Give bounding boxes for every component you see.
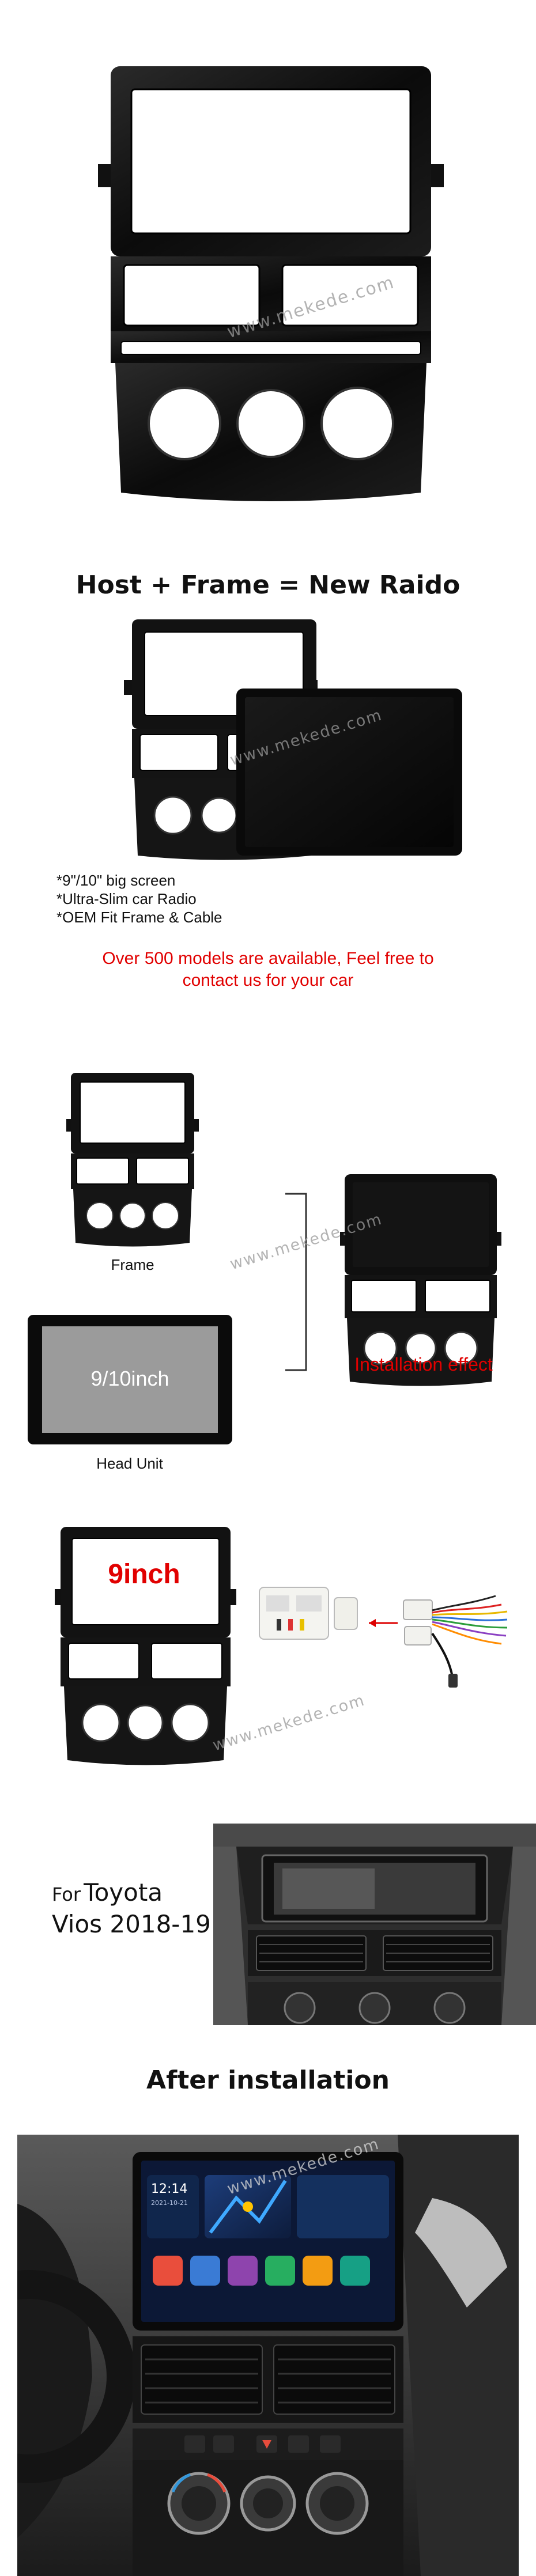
nine-inch-label: 9inch (108, 1559, 180, 1590)
promo-text: Over 500 models are available, Feel free… (0, 948, 536, 992)
installation-effect-caption: Installation effect (354, 1354, 493, 1375)
original-dashboard-photo (213, 1824, 536, 2025)
vehicle-fit-label: For Toyota Vios 2018-19 (52, 1878, 211, 1938)
promo-line-1: Over 500 models are available, Feel free… (102, 949, 434, 968)
frame-caption: Frame (111, 1256, 154, 1273)
installed-preview-image (340, 1174, 501, 1387)
vehicle-make: Toyota (84, 1878, 163, 1907)
vehicle-model: Vios 2018-19 (52, 1910, 211, 1938)
frame-with-head-unit-image (124, 619, 470, 861)
nine-inch-frame-image (55, 1527, 236, 1769)
frame-small-image (66, 1073, 199, 1249)
screen-clock: 12:14 (151, 2182, 188, 2196)
feature-item-slim: *Ultra-Slim car Radio (56, 890, 197, 907)
wiring-harness-image (254, 1570, 519, 1691)
after-installation-photo: 12:14 2021-10-21 (17, 2135, 519, 2576)
section-heading-equation: Host + Frame = New Raido (76, 570, 460, 600)
head-unit-screen (42, 1326, 218, 1433)
head-unit-caption: Head Unit (96, 1455, 163, 1472)
bracket-connector (285, 1193, 308, 1371)
head-unit-image: 9/10inch (28, 1315, 232, 1444)
section-heading-after-installation: After installation (146, 2066, 390, 2095)
head-unit-screen-label: 9/10inch (90, 1367, 169, 1390)
promo-line-2: contact us for your car (182, 971, 354, 990)
vehicle-prefix: For (52, 1883, 81, 1905)
feature-item-screen: *9"/10" big screen (56, 872, 176, 889)
feature-list: *9"/10" big screen *Ultra-Slim car Radio… (56, 871, 222, 926)
screen-date: 2021-10-21 (151, 2199, 188, 2207)
feature-item-oem: *OEM Fit Frame & Cable (56, 909, 222, 926)
frame-product-image (98, 66, 444, 504)
